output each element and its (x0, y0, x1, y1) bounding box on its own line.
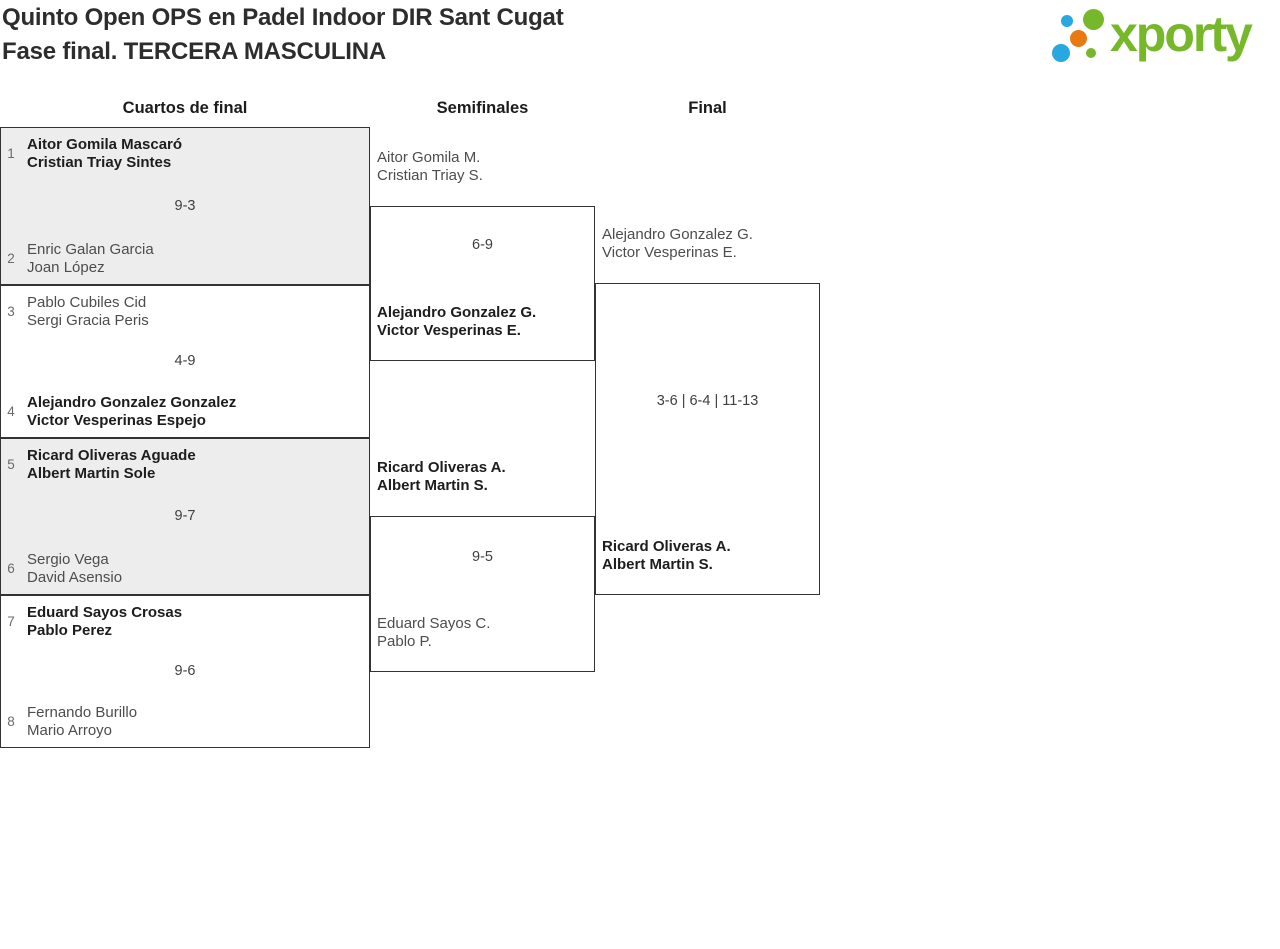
player-name: Pablo P. (377, 633, 432, 650)
player-name: Alejandro Gonzalez G. (377, 304, 537, 321)
player-name: Ricard Oliveras Aguade (27, 447, 196, 464)
xporty-logo[interactable]: xporty (1045, 0, 1280, 75)
team-entry: Alejandro Gonzalez G. Victor Vesperinas … (377, 304, 536, 340)
match-score: 4-9 (174, 353, 196, 369)
player-name: Albert Martin S. (602, 556, 713, 573)
player-name: Pablo Perez (27, 622, 113, 639)
team-entry: Pablo Cubiles Cid Sergi Gracia Peris (27, 294, 149, 330)
team-entry: Eduard Sayos Crosas Pablo Perez (27, 604, 182, 640)
player-name: Eduard Sayos Crosas (27, 604, 183, 621)
logo-text: xporty (1110, 6, 1253, 62)
player-name: Enric Galan Garcia (27, 241, 154, 258)
player-name: Victor Vesperinas Espejo (27, 412, 206, 429)
player-name: Aitor Gomila M. (377, 149, 481, 166)
player-name: Cristian Triay Sintes (27, 154, 172, 171)
seed-number: 7 (7, 614, 15, 629)
logo-dot-green-small (1086, 48, 1096, 58)
match-score: 6-9 (472, 237, 493, 253)
page-header: Quinto Open OPS en Padel Indoor DIR Sant… (2, 1, 564, 69)
match-box-qf1 (0, 127, 370, 285)
seed-number: 4 (7, 404, 15, 419)
match-box-sf1 (370, 206, 595, 361)
match-box-final (595, 283, 820, 595)
seed-number: 8 (7, 714, 15, 729)
logo-dot-green-big (1083, 9, 1104, 30)
match-box-qf4 (0, 595, 370, 748)
player-name: Mario Arroyo (27, 722, 113, 739)
player-name: Albert Martin S. (377, 477, 488, 494)
round-header-final: Final (688, 99, 727, 117)
seed-number: 2 (7, 251, 15, 266)
match-box-sf2 (370, 516, 595, 672)
team-entry: Aitor Gomila Mascaró Cristian Triay Sint… (27, 136, 182, 172)
page-subtitle: Fase final. TERCERA MASCULINA (2, 38, 387, 65)
player-name: Sergi Gracia Peris (27, 312, 149, 329)
team-entry: Eduard Sayos C. Pablo P. (377, 615, 490, 651)
player-name: Sergio Vega (27, 551, 109, 568)
match-score: 9-3 (174, 198, 196, 214)
player-name: Ricard Oliveras A. (377, 459, 506, 476)
match-score: 3-6 | 6-4 | 11-13 (656, 393, 759, 409)
team-entry: Ricard Oliveras A. Albert Martin S. (602, 538, 731, 574)
player-name: Cristian Triay S. (377, 167, 483, 184)
match-score: 9-7 (174, 508, 196, 524)
player-name: David Asensio (27, 569, 123, 586)
player-name: Aitor Gomila Mascaró (27, 136, 183, 153)
player-name: Eduard Sayos C. (377, 615, 491, 632)
team-entry: Sergio Vega David Asensio (27, 551, 122, 587)
team-entry: Ricard Oliveras Aguade Albert Martin Sol… (27, 447, 196, 483)
player-name: Alejandro Gonzalez Gonzalez (27, 394, 237, 411)
team-entry: Aitor Gomila M. Cristian Triay S. (377, 149, 483, 185)
logo-dot-orange (1070, 30, 1087, 47)
logo-dot-blue-small (1061, 15, 1073, 27)
player-name: Albert Martin Sole (27, 465, 156, 482)
player-name: Alejandro Gonzalez G. (602, 226, 753, 243)
seed-number: 3 (7, 304, 15, 319)
logo-dot-blue-big (1052, 44, 1070, 62)
match-score: 9-5 (472, 549, 493, 565)
player-name: Fernando Burillo (27, 704, 138, 721)
player-name: Joan López (27, 259, 105, 276)
match-box-qf3 (0, 438, 370, 595)
page-title: Quinto Open OPS en Padel Indoor DIR Sant… (2, 4, 564, 31)
player-name: Victor Vesperinas E. (377, 322, 521, 339)
match-score: 9-6 (174, 663, 196, 679)
match-box-qf2 (0, 285, 370, 438)
round-header-cuartos: Cuartos de final (122, 99, 248, 117)
round-header-semifinales: Semifinales (436, 99, 529, 117)
player-name: Pablo Cubiles Cid (27, 294, 147, 311)
seed-number: 5 (7, 457, 15, 472)
player-name: Ricard Oliveras A. (602, 538, 731, 555)
team-entry: Ricard Oliveras A. Albert Martin S. (377, 459, 506, 495)
team-entry: Alejandro Gonzalez G. Victor Vesperinas … (602, 226, 753, 262)
team-entry: Enric Galan Garcia Joan López (27, 241, 154, 277)
team-entry: Fernando Burillo Mario Arroyo (27, 704, 137, 740)
seed-number: 6 (7, 561, 15, 576)
seed-number: 1 (7, 146, 15, 161)
player-name: Victor Vesperinas E. (602, 244, 737, 261)
team-entry: Alejandro Gonzalez Gonzalez Victor Vespe… (27, 394, 236, 430)
